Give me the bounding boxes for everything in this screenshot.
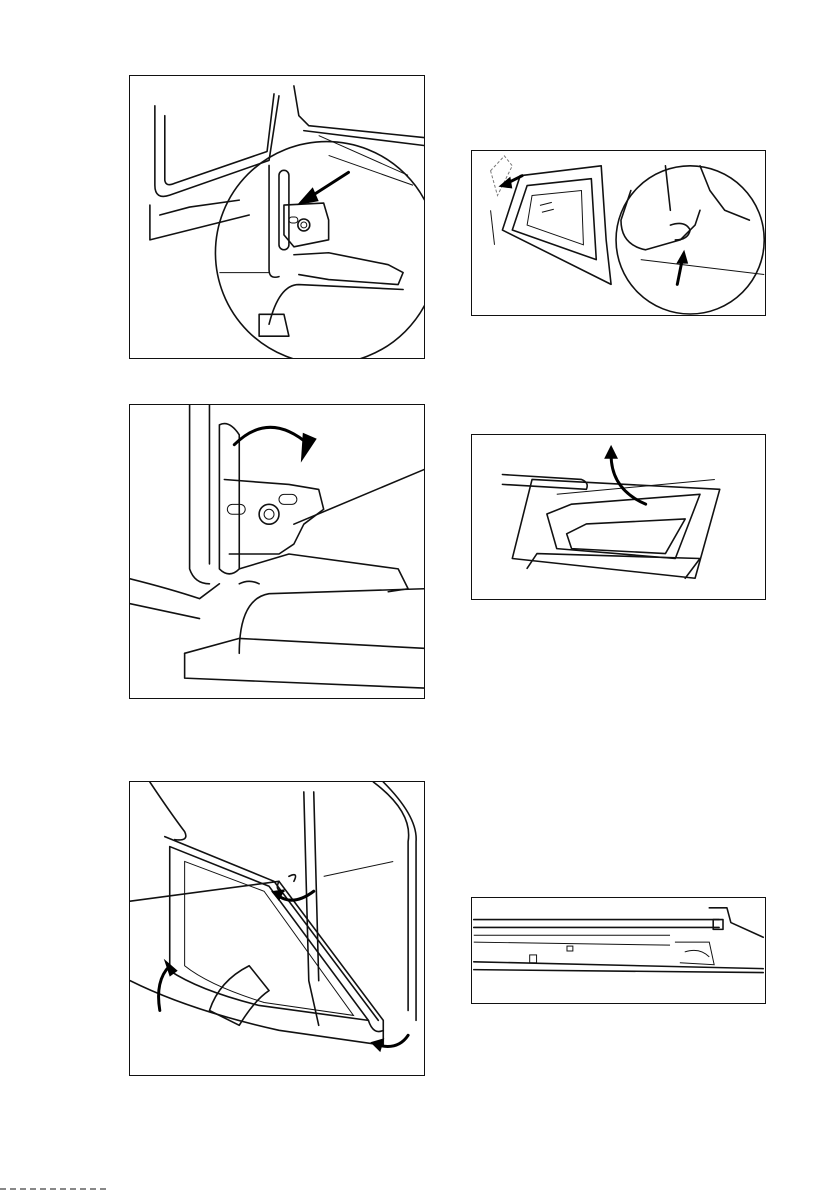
door-cross-section-illustration — [472, 898, 765, 1003]
figure-hinge-rotate — [129, 404, 425, 699]
figure-glass-panel-slide — [471, 150, 766, 316]
hinge-rotate-illustration — [130, 405, 424, 698]
glass-panel-lift-illustration — [472, 435, 765, 599]
figure-door-cross-section — [471, 897, 766, 1004]
figure-door-removal — [129, 781, 425, 1076]
door-removal-illustration — [130, 782, 424, 1075]
figure-hinge-lever — [129, 75, 425, 359]
glass-panel-slide-illustration — [472, 151, 765, 315]
figure-glass-panel-lift — [471, 434, 766, 600]
page-edge-mark — [0, 1186, 110, 1192]
hinge-lever-illustration — [130, 76, 424, 358]
